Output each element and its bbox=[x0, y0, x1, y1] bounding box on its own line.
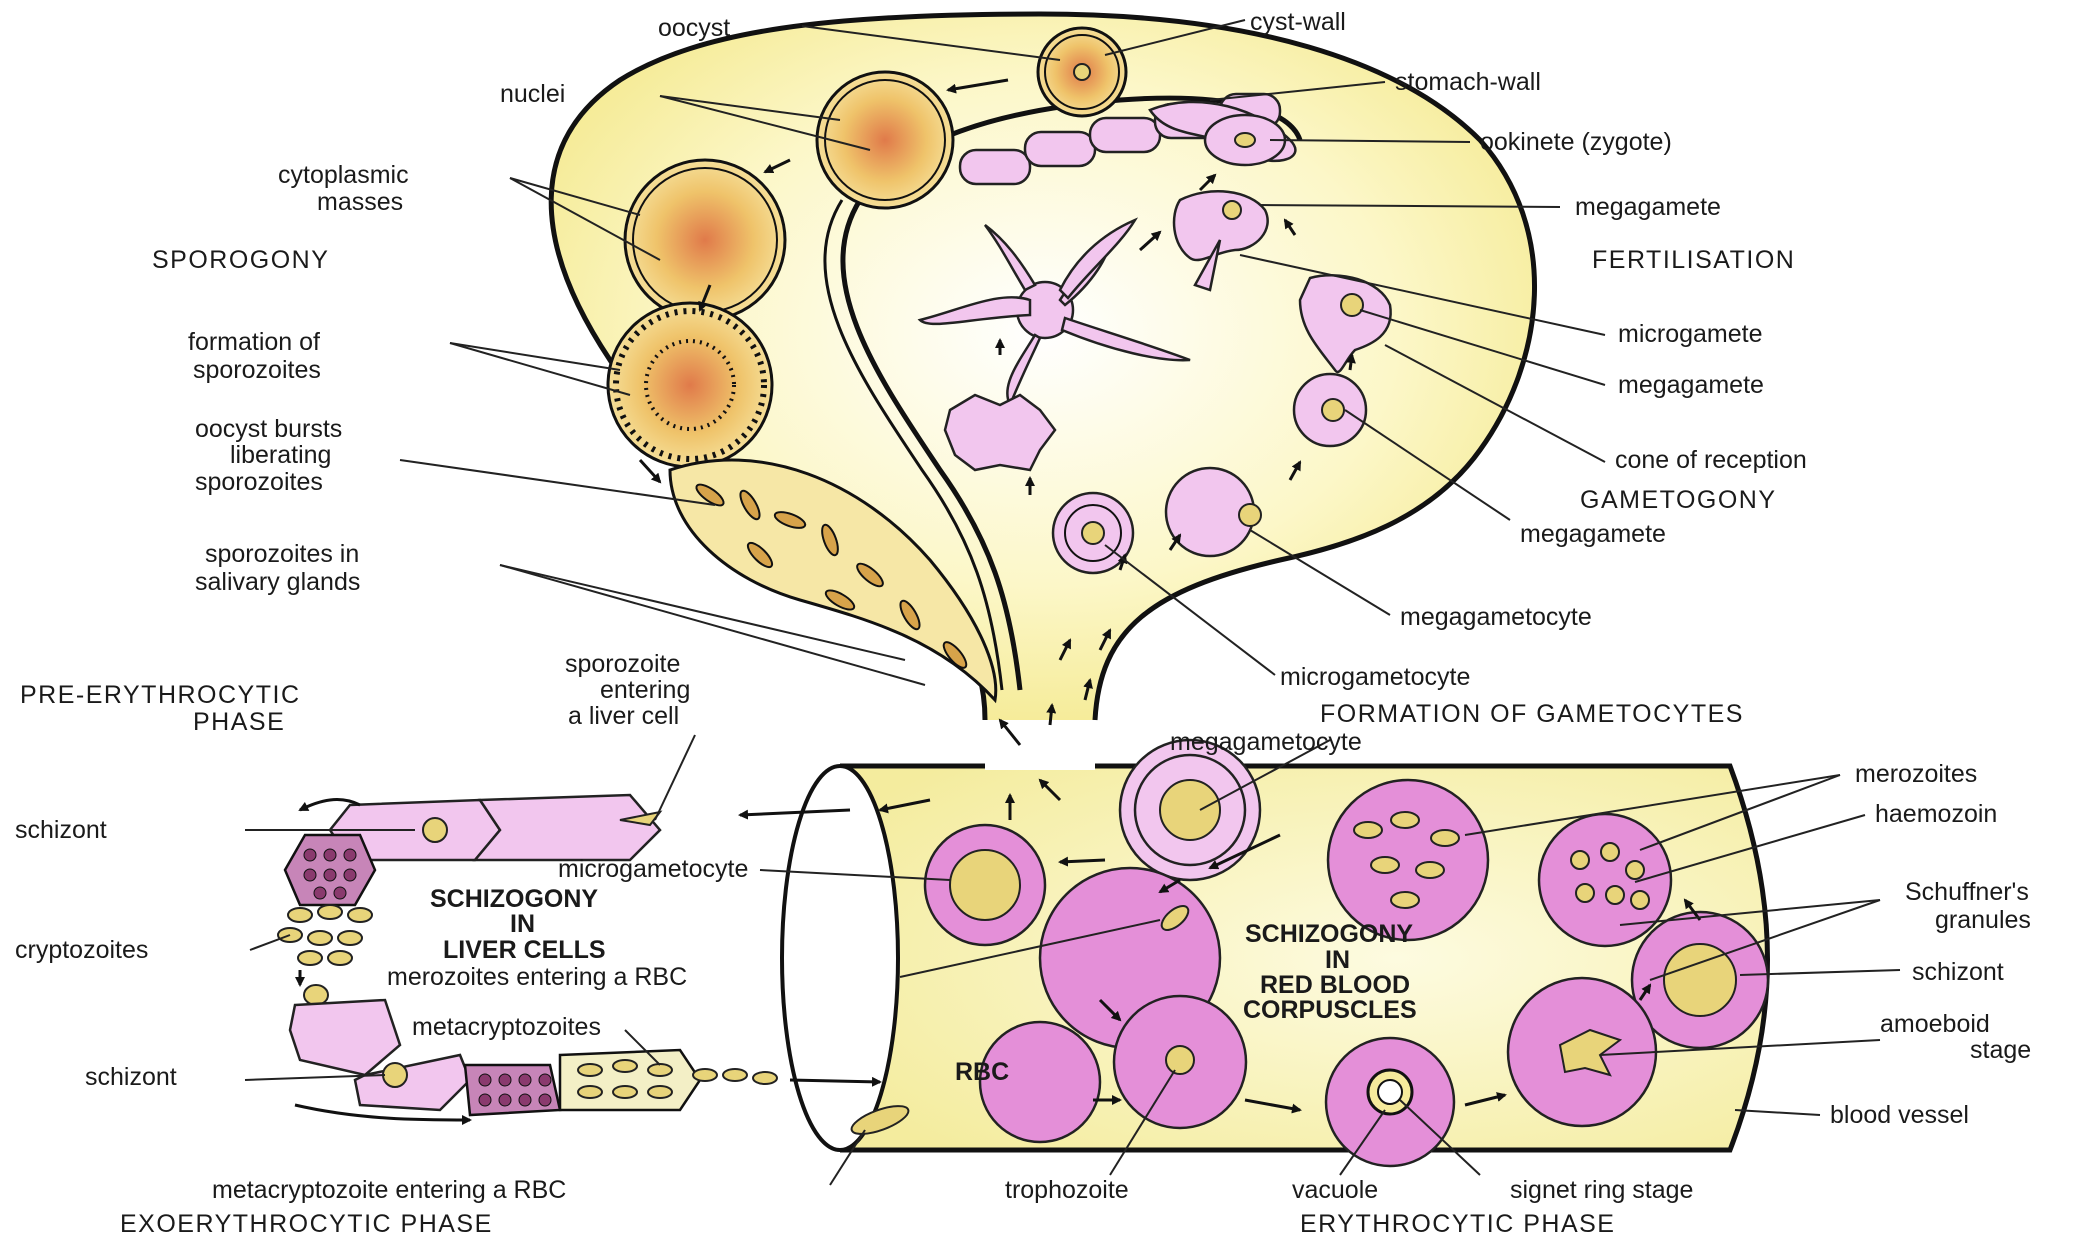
label-cone-of-reception: cone of reception bbox=[1615, 446, 1807, 474]
label-oocyst: oocyst bbox=[658, 14, 730, 42]
heading-sporogony: SPOROGONY bbox=[152, 246, 329, 274]
label-megagamete-low: megagamete bbox=[1520, 520, 1666, 548]
label-sporozoite-entering-1: sporozoite bbox=[565, 650, 680, 678]
heading-gametogony: GAMETOGONY bbox=[1580, 486, 1777, 514]
label-formation-1: formation of bbox=[188, 328, 320, 356]
label-schizont-rbc: schizont bbox=[1912, 958, 2004, 986]
label-microgamete: microgamete bbox=[1618, 320, 1763, 348]
label-amoeboid-1: amoeboid bbox=[1880, 1010, 1990, 1038]
heading-fertilisation: FERTILISATION bbox=[1592, 246, 1795, 274]
heading-schizogony-rbc-2: IN bbox=[1325, 946, 1350, 974]
label-ookinete: ookinete (zygote) bbox=[1480, 128, 1672, 156]
label-schizont-liver-top: schizont bbox=[15, 816, 107, 844]
label-vacuole: vacuole bbox=[1292, 1176, 1378, 1204]
label-nuclei: nuclei bbox=[500, 80, 565, 108]
label-rbc: RBC bbox=[955, 1058, 1009, 1086]
label-haemozoin: haemozoin bbox=[1875, 800, 1997, 828]
label-schuffners-1: Schuffner's bbox=[1905, 878, 2029, 906]
label-megagametocyte-top: megagametocyte bbox=[1400, 603, 1592, 631]
label-merozoites-entering: merozoites entering a RBC bbox=[387, 963, 687, 991]
label-schuffners-2: granules bbox=[1935, 906, 2031, 934]
label-signet-ring: signet ring stage bbox=[1510, 1176, 1693, 1204]
label-cryptozoites: cryptozoites bbox=[15, 936, 148, 964]
heading-pre-erythrocytic-2: PHASE bbox=[193, 708, 285, 736]
label-oocyst-bursts-3: sporozoites bbox=[195, 468, 323, 496]
label-metacryptozoites: metacryptozoites bbox=[412, 1013, 601, 1041]
label-sporozoite-entering-2: entering bbox=[600, 676, 690, 704]
heading-pre-erythrocytic-1: PRE-ERYTHROCYTIC bbox=[20, 681, 301, 709]
label-cytoplasmic-2: masses bbox=[317, 188, 403, 216]
label-amoeboid-2: stage bbox=[1970, 1036, 2031, 1064]
label-megagamete-top: megagamete bbox=[1575, 193, 1721, 221]
label-megagamete-mid: megagamete bbox=[1618, 371, 1764, 399]
heading-schizogony-rbc-4: CORPUSCLES bbox=[1243, 996, 1417, 1024]
heading-schizogony-rbc-1: SCHIZOGONY bbox=[1245, 920, 1413, 948]
label-formation-2: sporozoites bbox=[193, 356, 321, 384]
heading-schizogony-liver-1: SCHIZOGONY bbox=[430, 885, 598, 913]
label-cytoplasmic-1: cytoplasmic bbox=[278, 161, 409, 189]
heading-schizogony-rbc-3: RED BLOOD bbox=[1260, 971, 1410, 999]
label-oocyst-bursts-2: liberating bbox=[230, 441, 331, 469]
label-blood-vessel: blood vessel bbox=[1830, 1101, 1969, 1129]
label-stomach-wall: stomach-wall bbox=[1395, 68, 1541, 96]
label-trophozoite: trophozoite bbox=[1005, 1176, 1129, 1204]
label-sporozoites-salivary-1: sporozoites in bbox=[205, 540, 359, 568]
label-merozoites: merozoites bbox=[1855, 760, 1977, 788]
label-microgametocyte-top: microgametocyte bbox=[1280, 663, 1470, 691]
label-cyst-wall: cyst-wall bbox=[1250, 8, 1346, 36]
label-oocyst-bursts-1: oocyst bursts bbox=[195, 415, 342, 443]
label-schizont-liver-low: schizont bbox=[85, 1063, 177, 1091]
label-sporozoite-entering-3: a liver cell bbox=[568, 702, 679, 730]
heading-erythrocytic: ERYTHROCYTIC PHASE bbox=[1300, 1210, 1615, 1238]
label-megagametocyte-low: megagametocyte bbox=[1170, 728, 1362, 756]
label-metacryptozoite-entering: metacryptozoite entering a RBC bbox=[212, 1176, 566, 1204]
label-sporozoites-salivary-2: salivary glands bbox=[195, 568, 360, 596]
heading-schizogony-liver-3: LIVER CELLS bbox=[443, 936, 606, 964]
heading-formation-of-gametocytes: FORMATION OF GAMETOCYTES bbox=[1320, 700, 1744, 728]
label-microgametocyte-low: microgametocyte bbox=[558, 855, 748, 883]
heading-exoerythrocytic: EXOERYTHROCYTIC PHASE bbox=[120, 1210, 493, 1238]
heading-schizogony-liver-2: IN bbox=[510, 910, 535, 938]
